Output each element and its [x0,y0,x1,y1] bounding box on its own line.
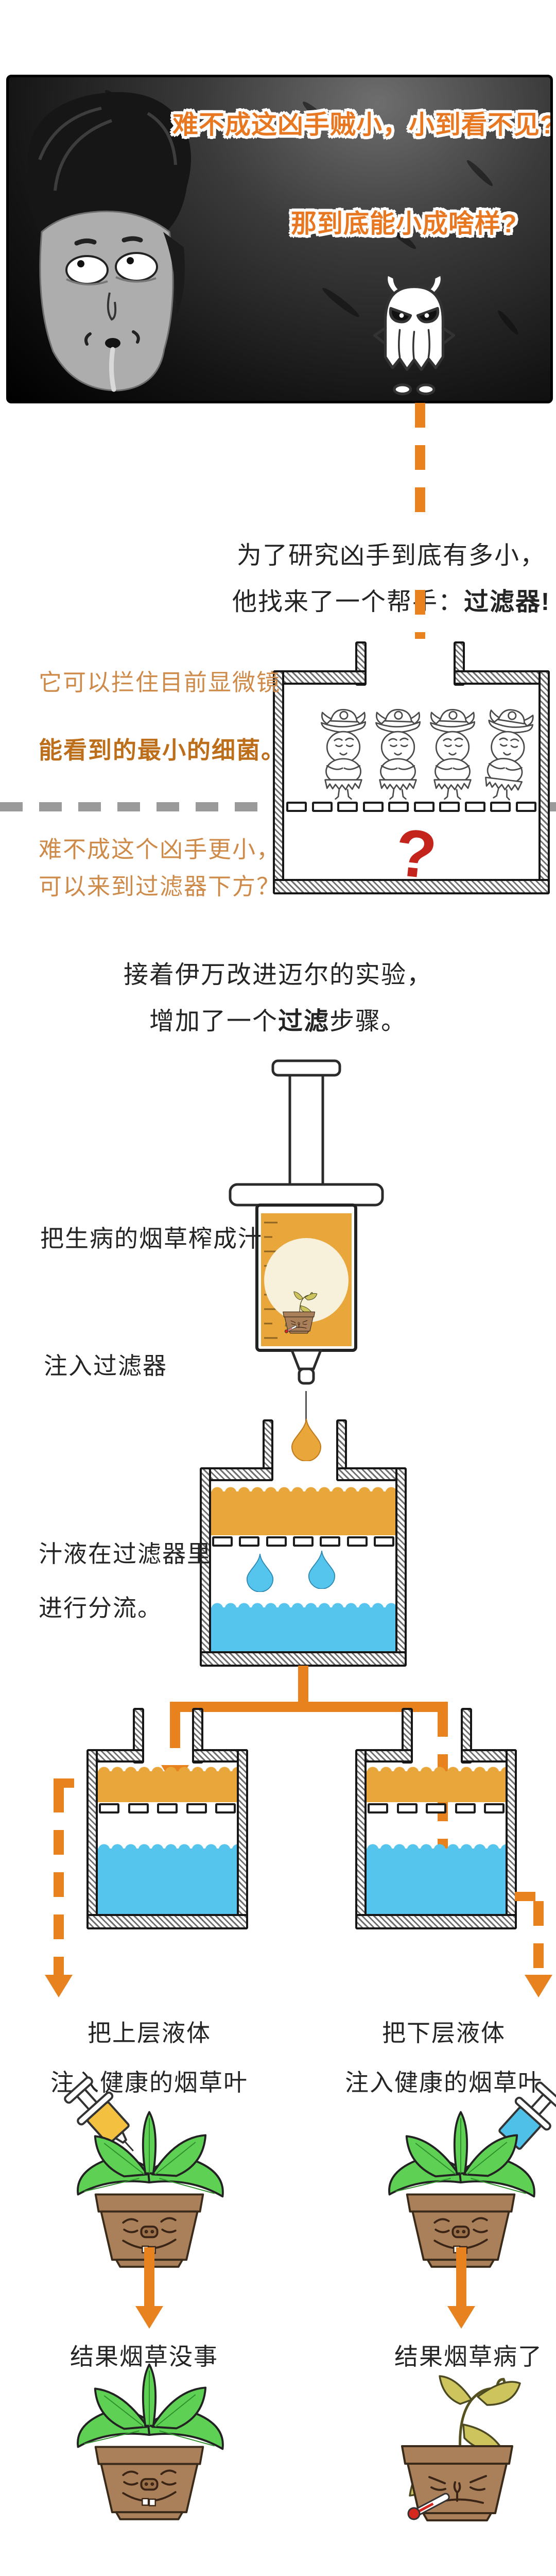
syringe-large [229,1059,384,1385]
upper-result: 结果烟草没事 [70,2343,218,2370]
juice-drop [291,1418,322,1461]
upper-line1: 把上层液体 [88,2020,211,2046]
lower-line2: 注入健康的烟草叶 [345,2069,543,2096]
panel-question-line2: 那到底能小成啥样? [291,209,517,238]
filter-membrane [286,802,536,812]
result-arrow-right-head [447,2306,475,2329]
upper-take-dash-v [54,1788,64,1977]
question-mark: ? [391,814,440,893]
filter-level-guide-right [550,802,556,811]
split-caption-1: 汁液在过滤器里 [39,1540,212,1567]
improve-line2: 增加了一个过滤步骤。 [0,1001,556,1037]
flow-dash-1 [415,403,425,527]
bacteria-figure [368,705,428,801]
improve-line2-prefix: 增加了一个 [149,1008,278,1035]
result-arrow-left-head [135,2306,163,2329]
detective-character [27,92,191,392]
water-layer [211,1603,395,1651]
branch-left-drop [170,1702,180,1723]
panel-question-line1: 难不成这凶手贼小，小到看不见? [172,110,553,139]
branch-left-dash [170,1723,180,1768]
upper-line2: 注入健康的烟草叶 [50,2069,248,2096]
result-arrow-right [456,2247,466,2308]
lower-line1: 把下层液体 [382,2020,506,2046]
upper-take-dash-h [54,1778,88,1788]
lower-take-dash-h [515,1892,545,1901]
filtered-drop [246,1553,274,1592]
inject-caption: 注入过滤器 [44,1352,167,1379]
branch-bar [170,1702,448,1712]
filter-membrane [212,1536,394,1547]
filter-level-guide-left [0,802,272,811]
filter-caption-2b: 可以来到过滤器下方？ [39,873,281,900]
lower-take-dash-v [533,1901,544,1977]
split-caption-2: 进行分流。 [39,1595,162,1621]
healthy-plant [360,2098,556,2269]
filtered-drop [308,1550,336,1589]
branch-stem [298,1666,308,1703]
flow-dash-2 [415,590,425,639]
result-arrow-left [144,2247,154,2308]
virus-ghost-character [369,274,459,396]
intro-line2: 他找来了一个帮手：过滤器! [211,581,556,617]
healthy-plant [49,2098,250,2269]
filter-caption-1: 它可以拦住目前显微镜 [39,669,281,696]
juice-layer [211,1487,395,1535]
sick-plant-result [354,2347,556,2522]
comic-panel-mystery: 难不成这凶手贼小，小到看不见? 那到底能小成啥样? [6,75,553,403]
intro-line2-bold: 过滤器! [464,588,550,616]
improve-line2-bold: 过滤 [277,1008,329,1035]
filter-caption-1b: 能看到的最小的细菌。 [39,737,286,764]
bacteria-figure [313,705,374,801]
improve-line2-suffix: 步骤。 [329,1008,407,1035]
lower-take-arrowhead [525,1975,552,1997]
drip-line [305,1391,307,1423]
upper-take-arrowhead [45,1975,73,1997]
lower-result: 结果烟草病了 [394,2343,543,2370]
filter-caption-2: 难不成这个凶手更小， [39,836,281,862]
improve-line1: 接着伊万改进迈尔的实验， [123,961,432,989]
juice-caption: 把生病的烟草榨成汁 [40,1225,263,1252]
intro-line1: 为了研究凶手到底有多小， [236,542,546,569]
healthy-plant-result [49,2350,250,2521]
bacteria-figure [471,702,543,804]
intro-line2-prefix: 他找来了一个帮手： [232,588,464,616]
